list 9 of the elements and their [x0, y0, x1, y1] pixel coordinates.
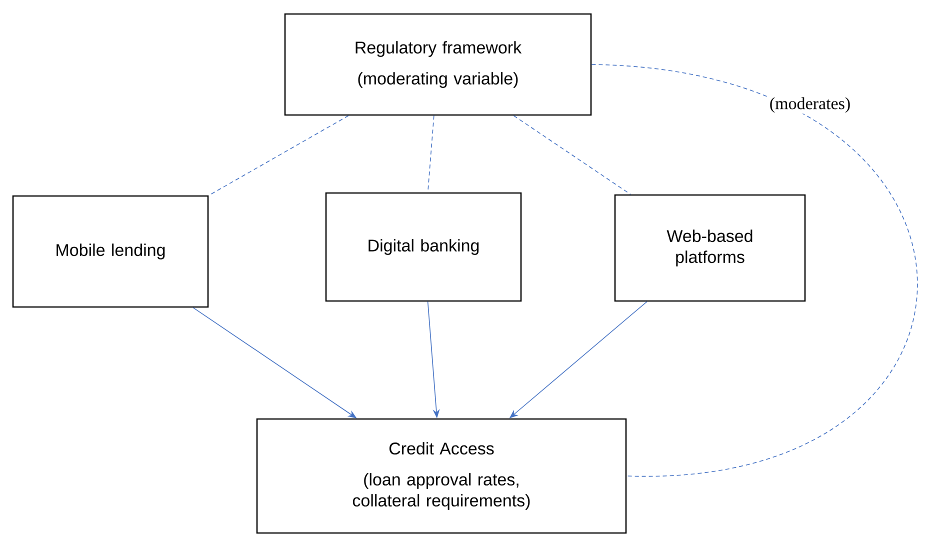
connector-line: [513, 115, 631, 195]
curved-connector: [591, 64, 918, 476]
process-box: Web-based platforms: [614, 194, 806, 302]
connector-line: [208, 115, 349, 196]
process-box: Mobile lending: [12, 195, 209, 308]
process-box: Credit Access (loan approval rates, collateral requirements): [256, 418, 627, 534]
edge-label: (moderates): [768, 96, 852, 114]
process-box: Digital banking: [325, 192, 522, 302]
process-box: Regulatory framework (moderating variable): [284, 13, 592, 116]
